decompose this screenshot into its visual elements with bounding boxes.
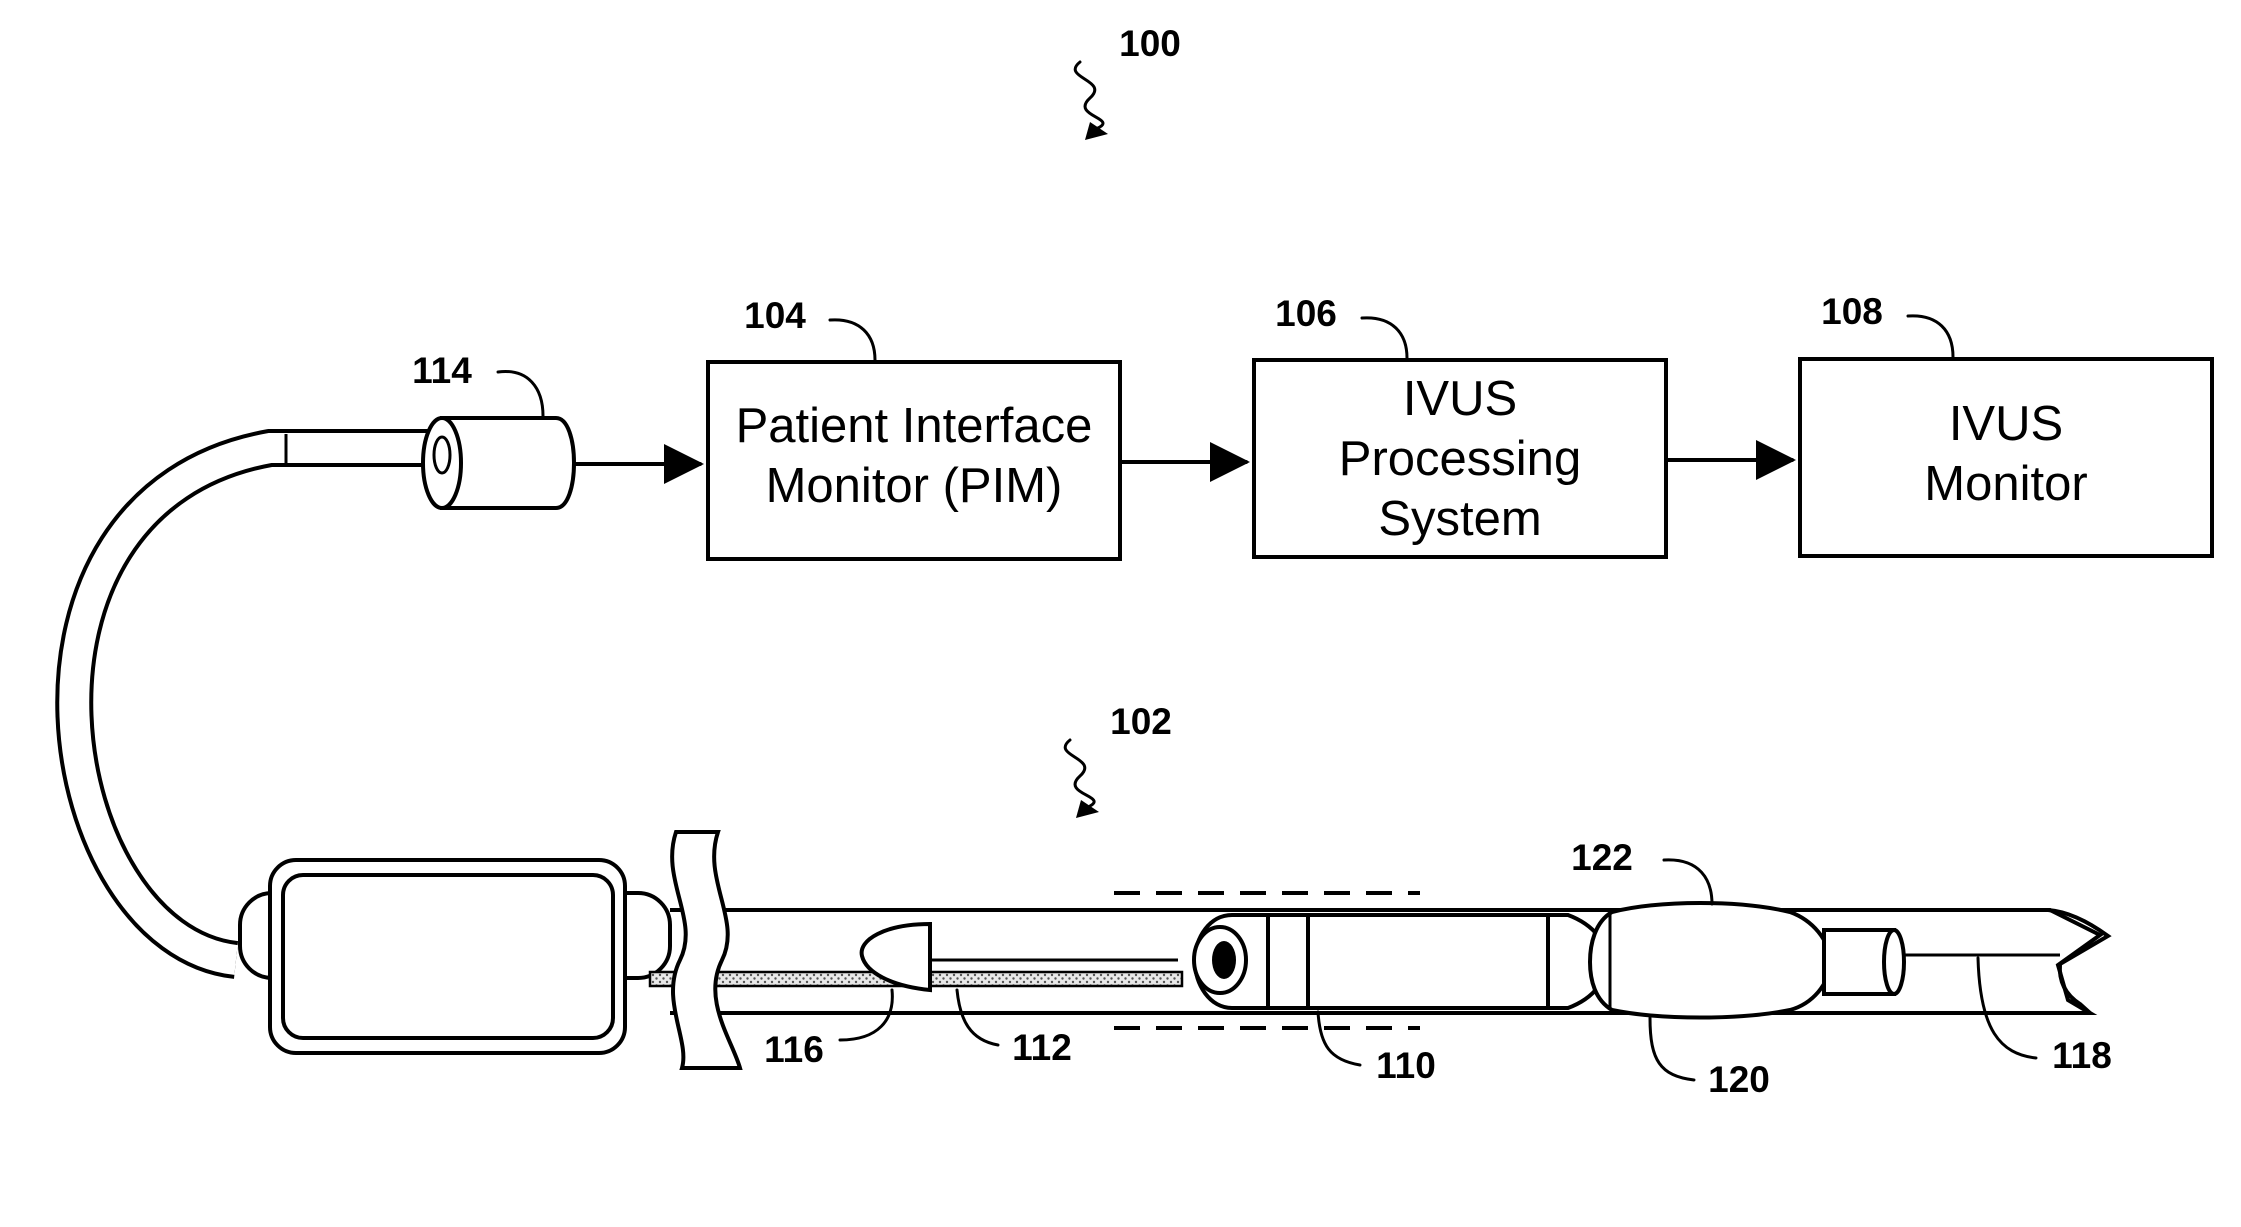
monitor-label-line-1: IVUS: [1949, 397, 2063, 451]
leader-122: [1664, 860, 1712, 904]
leader-108: [1908, 316, 1953, 357]
balloon: [1590, 903, 1830, 1018]
pim-label-line-2: Monitor (PIM): [766, 459, 1063, 513]
ref-label-110: 110: [1376, 1045, 1436, 1086]
system-reference: 100: [1075, 23, 1181, 140]
leader-120: [1650, 1018, 1694, 1080]
squiggle-leader-102: [1065, 740, 1094, 806]
catheter-handle: [240, 860, 670, 1053]
ref-label-108: 108: [1821, 291, 1883, 332]
ref-label-120: 120: [1708, 1059, 1770, 1100]
ref-label-104: 104: [744, 295, 806, 336]
monitor-label-line-2: Monitor: [1924, 457, 2087, 511]
processing-block: IVUS Processing System 106: [1254, 293, 1666, 557]
ref-label-114: 114: [412, 350, 472, 391]
pim-block: Patient Interface Monitor (PIM) 104: [708, 295, 1120, 559]
processing-label-line-2: Processing: [1339, 432, 1581, 486]
pim-label-line-1: Patient Interface: [736, 399, 1093, 453]
monitor-block: IVUS Monitor 108: [1800, 291, 2212, 556]
leader-104: [830, 320, 875, 360]
ref-label-100: 100: [1119, 23, 1181, 64]
ref-label-116: 116: [764, 1029, 824, 1070]
leader-110: [1318, 1012, 1360, 1065]
ref-label-112: 112: [1012, 1027, 1072, 1068]
leader-arrowhead-100: [1085, 122, 1108, 140]
leader-arrowhead-102: [1076, 800, 1099, 818]
transducer-array: [1194, 915, 1608, 1008]
leader-106: [1362, 318, 1407, 358]
squiggle-leader-100: [1075, 62, 1103, 128]
ref-label-102: 102: [1110, 701, 1172, 742]
ref-label-122: 122: [1571, 837, 1633, 878]
connector: 114: [412, 350, 574, 508]
catheter-reference: 102: [1065, 701, 1172, 818]
leader-114: [498, 371, 543, 416]
ref-label-118: 118: [2052, 1035, 2112, 1076]
processing-label-line-1: IVUS: [1403, 372, 1517, 426]
distal-tip: [1824, 930, 1904, 994]
ref-label-106: 106: [1275, 293, 1337, 334]
processing-label-line-3: System: [1378, 492, 1541, 546]
